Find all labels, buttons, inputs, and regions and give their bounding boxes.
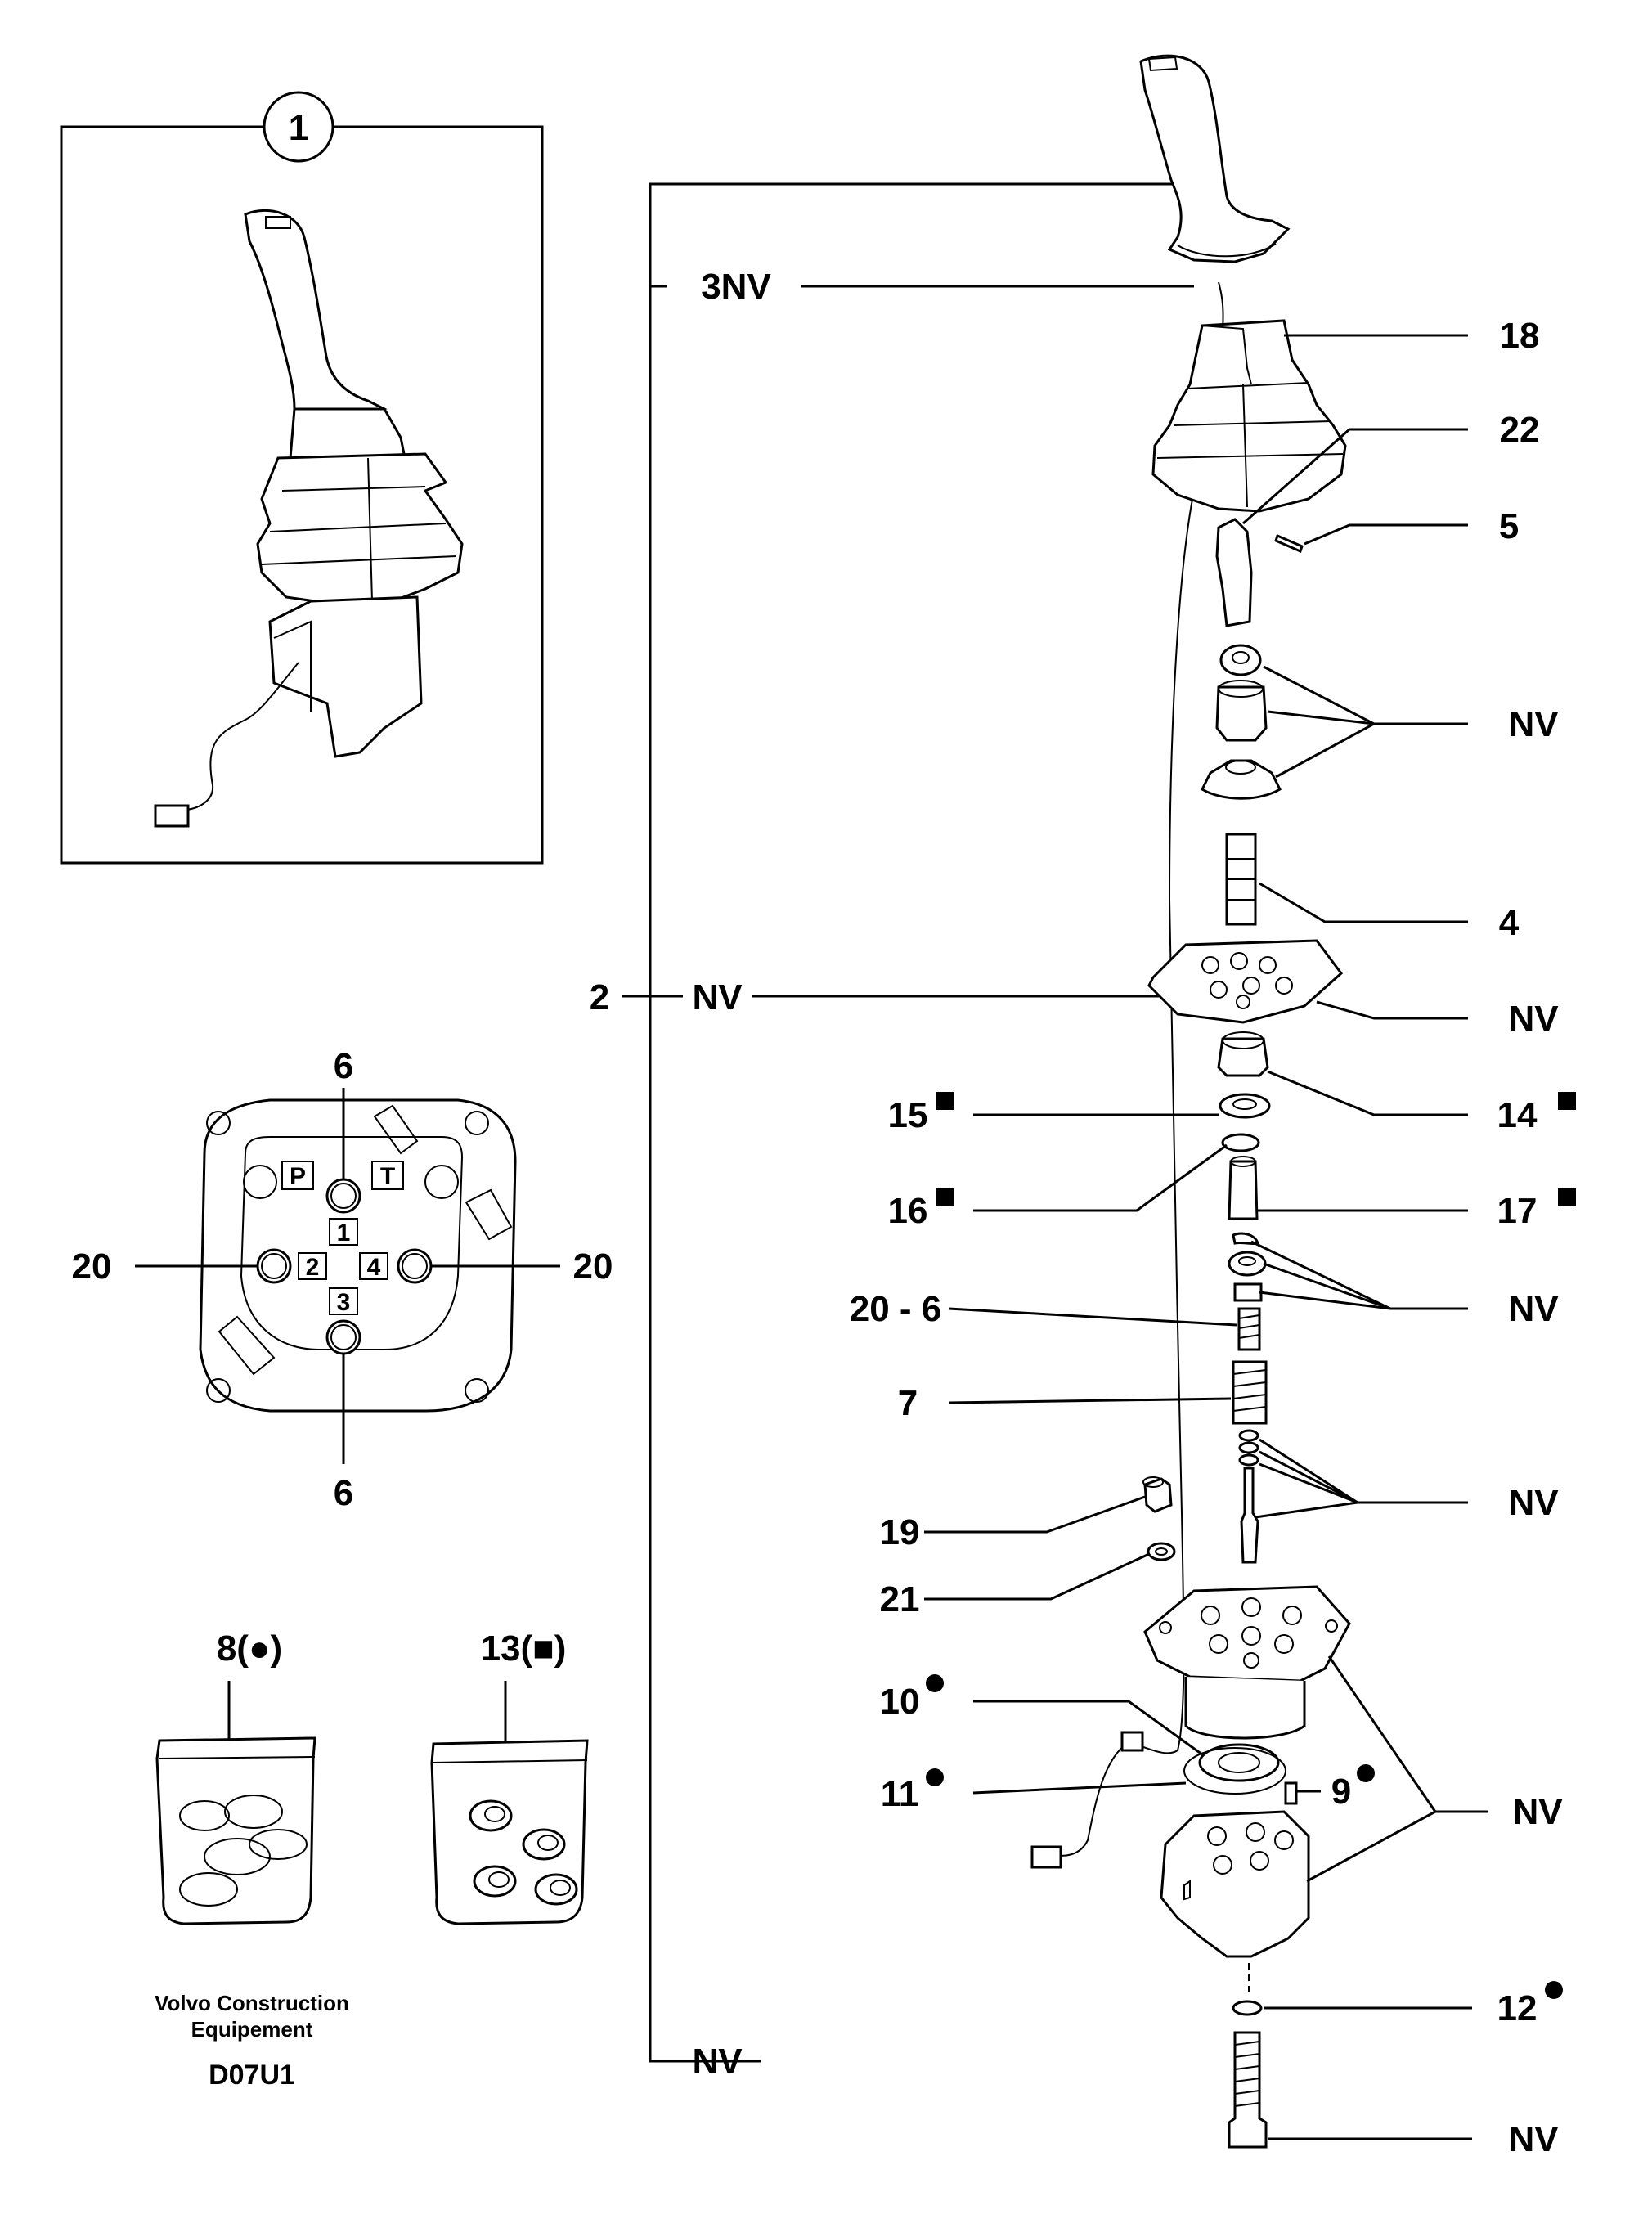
port-label-top: 6 — [334, 1046, 353, 1086]
callout-10: 10 — [880, 1682, 920, 1722]
callout-15: 15 — [888, 1095, 928, 1135]
company-name-line2: Equipement — [191, 2017, 313, 2042]
spring-seat-part — [1228, 1251, 1267, 1277]
callout-20-6: 20 - 6 — [850, 1289, 942, 1329]
pin-part — [1274, 533, 1304, 554]
kit-8-marker-9 — [1357, 1764, 1375, 1782]
callout-21: 21 — [880, 1579, 920, 1619]
callout-nv-2: NV — [692, 977, 743, 1017]
port-label-right: 20 — [573, 1247, 613, 1287]
piston-part — [1228, 1160, 1259, 1220]
port-t-label: T — [380, 1163, 395, 1190]
callout-11: 11 — [881, 1774, 919, 1814]
kit-13-marker-17 — [1558, 1188, 1576, 1206]
joystick-wire — [1054, 281, 1224, 1857]
company-name-line1: Volvo Construction — [155, 1991, 349, 2015]
kit-13-marker-15 — [936, 1092, 954, 1110]
pin-9-part — [1284, 1781, 1298, 1805]
housing-top-part — [1143, 1585, 1351, 1740]
kit-8-label: 8(●) — [217, 1628, 282, 1669]
port-layout-diagram: P T 1 2 3 4 6 6 20 20 — [72, 1046, 613, 1513]
kit-8-marker-11 — [926, 1768, 944, 1786]
diagram-code: D07U1 — [209, 2060, 295, 2091]
callout-14: 14 — [1497, 1095, 1538, 1135]
callout-18: 18 — [1500, 316, 1540, 356]
screw-part — [1143, 1477, 1173, 1513]
callout-7: 7 — [898, 1383, 918, 1423]
wire-connector — [1030, 1845, 1062, 1869]
kit-8-marker-12 — [1545, 1981, 1563, 1999]
callout-17: 17 — [1497, 1191, 1538, 1231]
handle-part — [1139, 54, 1291, 263]
leader-lines — [924, 334, 1488, 2140]
callout-12: 12 — [1497, 1988, 1538, 2028]
port-number-4: 4 — [367, 1254, 381, 1281]
washer-part — [1233, 1282, 1263, 1302]
washer-21-part — [1147, 1542, 1176, 1561]
callout-4: 4 — [1499, 903, 1520, 943]
o-ring-part — [1221, 1133, 1260, 1152]
callout-nv-f: NV — [1508, 2119, 1559, 2159]
nut-part — [1219, 644, 1262, 676]
port-number-1: 1 — [337, 1220, 351, 1247]
bolt-part — [1228, 2031, 1268, 2149]
plate-part — [1147, 939, 1344, 1024]
port-label-left: 20 — [72, 1247, 112, 1287]
callout-5: 5 — [1499, 506, 1519, 546]
sleeve-part — [1215, 685, 1268, 742]
kit-13-label: 13(■) — [481, 1628, 567, 1669]
callout-nv-e: NV — [1512, 1792, 1563, 1832]
callout-nv-wire: NV — [692, 2042, 743, 2082]
callout-1: 1 — [289, 108, 308, 148]
gasket-10-part — [1198, 1743, 1280, 1782]
cone-part — [1201, 759, 1282, 800]
callout-9: 9 — [1331, 1772, 1351, 1812]
kit-8-bag: 8(●) — [155, 1628, 316, 1925]
port-p-label: P — [290, 1163, 306, 1190]
wire-connector-mid — [1120, 1731, 1144, 1752]
housing-bottom-part — [1160, 1810, 1310, 1958]
callout-19: 19 — [880, 1512, 920, 1552]
callout-nv-d: NV — [1508, 1483, 1559, 1523]
callout-3nv: 3NV — [701, 267, 771, 307]
lever-part — [1215, 518, 1253, 627]
kit-13-marker-16 — [936, 1188, 954, 1206]
boot-part — [1151, 319, 1347, 513]
kit-13-bag: 13(■) — [430, 1628, 589, 1925]
callout-nv-b: NV — [1508, 999, 1559, 1039]
callout-nv-a: NV — [1508, 704, 1559, 744]
stem-part — [1240, 1467, 1259, 1564]
assembled-joystick-inset: 1 — [60, 91, 544, 865]
callout-22: 22 — [1500, 410, 1540, 450]
kit-8-marker-10 — [926, 1674, 944, 1692]
port-number-3: 3 — [337, 1289, 351, 1316]
callout-2: 2 — [590, 977, 609, 1017]
gasket-11-part — [1183, 1747, 1286, 1795]
callout-16: 16 — [888, 1191, 928, 1231]
seal-part — [1219, 1093, 1271, 1119]
callout-nv-c: NV — [1508, 1289, 1559, 1329]
small-spring-part — [1237, 1307, 1261, 1351]
kit-13-marker-14 — [1558, 1092, 1576, 1110]
port-number-2: 2 — [306, 1254, 320, 1281]
port-label-bottom: 6 — [334, 1473, 353, 1513]
assembly-bracket — [622, 182, 1194, 2063]
o-ring-12-part — [1232, 2000, 1263, 2016]
